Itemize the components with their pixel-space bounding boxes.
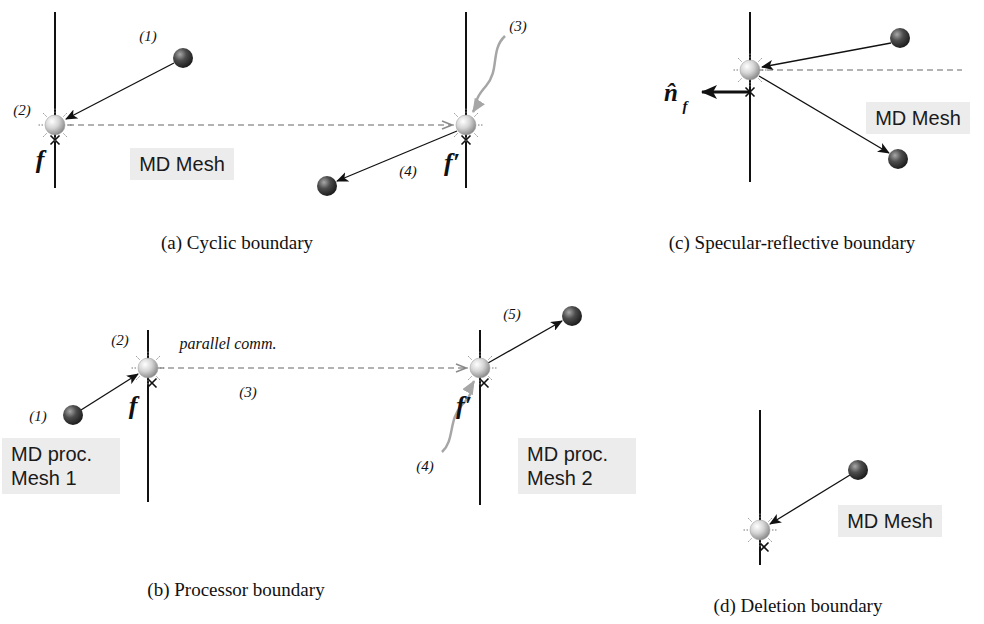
step-number: (3) (239, 384, 257, 401)
boundary-face (749, 12, 751, 182)
step-number: (4) (416, 458, 434, 475)
box-text: MD proc. Mesh 1 (11, 442, 111, 490)
insertion-arrow (442, 381, 474, 452)
molecule (890, 28, 910, 48)
face-label: f′ (444, 149, 460, 178)
box-text: MD proc. Mesh 2 (527, 442, 627, 490)
molecule (173, 48, 193, 68)
molecule (562, 306, 582, 326)
trajectory (337, 131, 457, 181)
insertion-arrow (473, 36, 505, 112)
face-label: f (129, 392, 138, 421)
deletion-panel (743, 410, 868, 565)
step-number: (2) (111, 332, 129, 349)
step-number: (3) (509, 18, 527, 35)
molecule (63, 405, 83, 425)
normal-guide (757, 69, 962, 71)
processor-panel (63, 306, 582, 505)
transfer-line (158, 367, 466, 369)
mesh-box: MD proc. Mesh 2 (518, 438, 636, 494)
molecule-at-face (131, 351, 165, 385)
specular-panel (702, 12, 962, 182)
box-text: MD Mesh (875, 106, 961, 130)
trajectory (762, 43, 891, 67)
box-text: MD Mesh (139, 152, 225, 176)
vector-label: n̂ (664, 79, 678, 107)
panel-caption: (d) Deletion boundary (714, 596, 883, 617)
molecule-at-face (743, 513, 777, 547)
boundary-face (479, 330, 481, 505)
trajectory (66, 63, 174, 119)
step-number: (1) (29, 408, 47, 425)
face-label: f (36, 146, 45, 175)
boundary-face (465, 12, 467, 188)
step-number: (2) (13, 102, 31, 119)
face-centre (480, 379, 489, 388)
molecule (888, 149, 908, 169)
panel-caption: (a) Cyclic boundary (161, 233, 313, 254)
face-label: f′ (456, 392, 472, 421)
mesh-box: MD Mesh (838, 505, 942, 537)
transfer-line (68, 124, 452, 126)
trajectory (488, 321, 562, 363)
mesh-box: MD proc. Mesh 1 (2, 438, 120, 494)
transfer-note: parallel comm. (180, 335, 277, 353)
panel-caption: (c) Specular-reflective boundary (669, 233, 916, 254)
molecule-at-face (733, 53, 767, 87)
vector-label: f (683, 98, 688, 115)
panel-caption: (b) Processor boundary (147, 580, 324, 601)
box-text: MD Mesh (847, 509, 933, 533)
normal-vector (702, 91, 750, 94)
face-centre (760, 543, 769, 552)
molecule-at-face (463, 351, 497, 385)
boundary-face (54, 12, 56, 188)
step-number: (1) (139, 28, 157, 45)
boundary-face (759, 410, 761, 565)
molecule (317, 176, 337, 196)
mesh-box: MD Mesh (866, 102, 970, 134)
molecule-at-face (38, 108, 72, 142)
face-centre (148, 379, 157, 388)
face-centre (746, 88, 755, 97)
molecule (848, 460, 868, 480)
mesh-box: MD Mesh (130, 148, 234, 180)
step-number: (4) (399, 163, 417, 180)
molecule-at-face (449, 108, 483, 142)
step-number: (5) (503, 306, 521, 323)
cyclic-panel (38, 12, 505, 196)
